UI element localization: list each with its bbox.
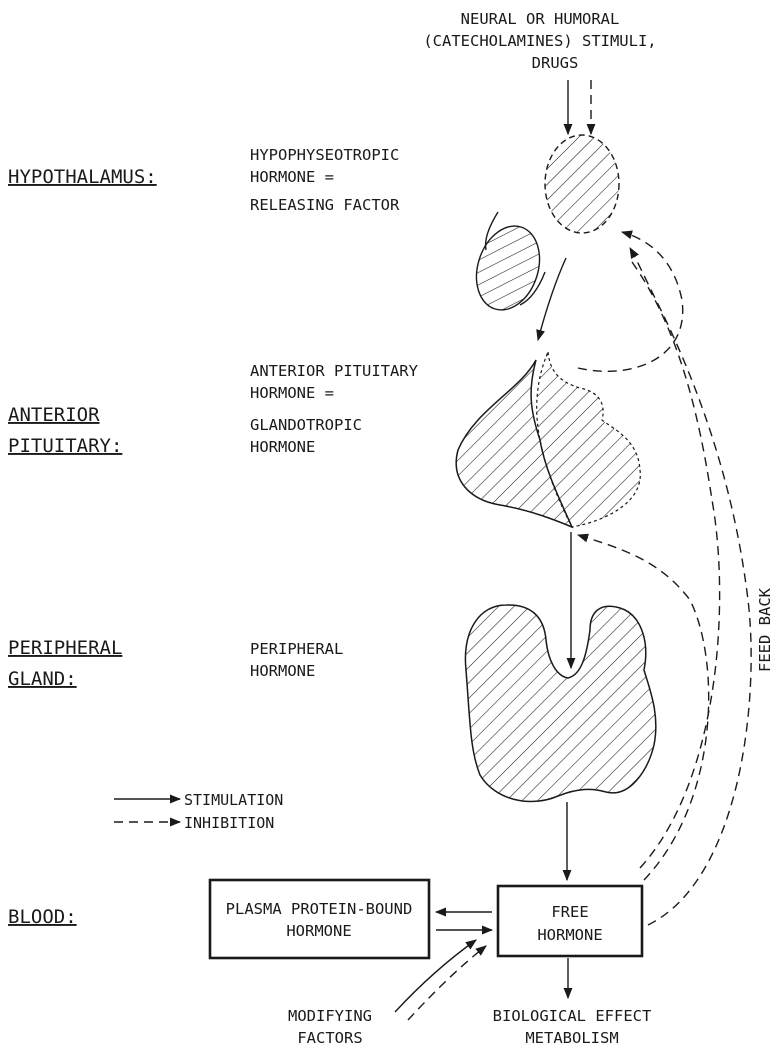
hypo-hormone-line1: HYPOPHYSEOTROPIC — [250, 146, 399, 164]
releasing-factor-arrow — [538, 258, 566, 340]
hypo-hormone-line3: RELEASING FACTOR — [250, 196, 400, 214]
feedback-short-loop — [578, 232, 683, 371]
per-hormone-line1: PERIPHERAL — [250, 640, 343, 658]
ant-hormone-line4: HORMONE — [250, 438, 315, 456]
hypothalamus-nucleus-shape — [545, 135, 619, 233]
legend-inhibition-label: INHIBITION — [184, 814, 274, 832]
plasma-bound-line2: HORMONE — [286, 922, 351, 940]
hypo-hormone-line2: HORMONE = — [250, 168, 334, 186]
label-gland: GLAND: — [8, 668, 77, 690]
modifying-factors-line1: MODIFYING — [288, 1007, 372, 1025]
stimuli-text-line3: DRUGS — [532, 54, 579, 72]
plasma-bound-box — [210, 880, 429, 958]
free-hormone-box — [498, 886, 642, 956]
label-blood: BLOOD: — [8, 906, 77, 928]
stimuli-text-line1: NEURAL OR HUMORAL — [461, 10, 620, 28]
free-hormone-line1: FREE — [551, 903, 588, 921]
feedback-loop-inner — [632, 262, 720, 868]
per-hormone-line2: HORMONE — [250, 662, 315, 680]
biological-effect-line1: BIOLOGICAL EFFECT — [493, 1007, 652, 1025]
feedback-label: FEED BACK — [756, 587, 774, 672]
hypothalamus-side-oval-shape — [466, 218, 550, 318]
label-anterior: ANTERIOR — [8, 404, 100, 426]
plasma-bound-line1: PLASMA PROTEIN-BOUND — [226, 900, 413, 918]
ant-hormone-line2: HORMONE = — [250, 384, 334, 402]
label-pituitary: PITUITARY: — [8, 435, 122, 457]
label-hypothalamus: HYPOTHALAMUS: — [8, 166, 157, 188]
biological-effect-line2: METABOLISM — [525, 1029, 618, 1047]
stimuli-text-line2: (CATECHOLAMINES) STIMULI, — [423, 32, 656, 50]
free-hormone-line2: HORMONE — [537, 926, 602, 944]
feedback-loop-to-hypothalamus — [630, 248, 751, 925]
legend-stimulation-label: STIMULATION — [184, 791, 283, 809]
peripheral-gland-shape — [465, 605, 655, 802]
modifying-factors-line2: FACTORS — [297, 1029, 362, 1047]
ant-hormone-line3: GLANDOTROPIC — [250, 416, 362, 434]
label-peripheral: PERIPHERAL — [8, 637, 122, 659]
ant-hormone-line1: ANTERIOR PITUITARY — [250, 362, 419, 380]
